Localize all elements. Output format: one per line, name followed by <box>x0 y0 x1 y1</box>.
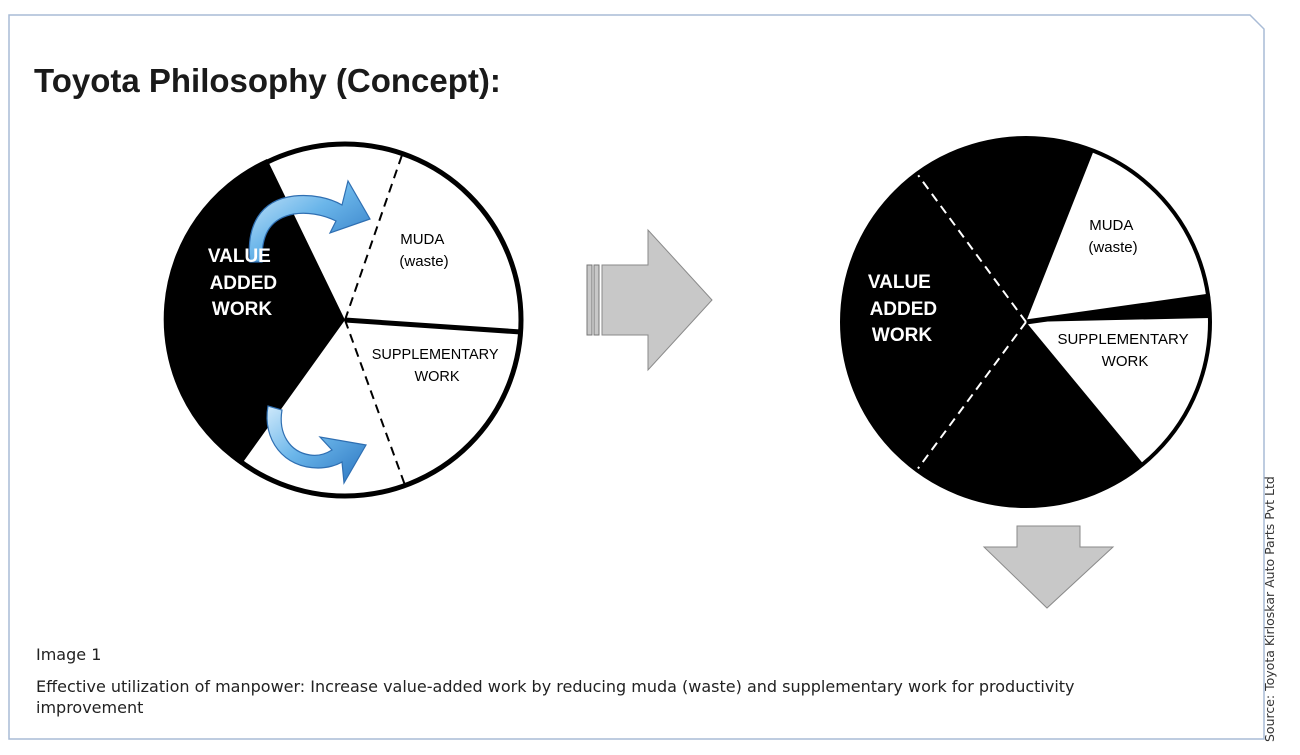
left-value-added-segment <box>163 159 345 465</box>
svg-text:VALUE ADDED WORK: VALUE ADDED WORK <box>208 246 283 320</box>
caption-label: Image 1 <box>36 645 102 664</box>
left-value-added-label-line3: WORK <box>212 299 272 320</box>
right-muda-segment <box>1026 150 1208 322</box>
right-muda-label-line2: (waste) <box>1088 239 1137 256</box>
svg-text:MUDA (waste): MUDA (waste) <box>399 231 448 270</box>
right-supplementary-label-line1: SUPPLEMENTARY <box>1057 331 1188 348</box>
left-pie-chart: VALUE ADDED WORK MUDA (waste) SUPPLEMENT… <box>163 141 524 499</box>
right-divider-dashed-lower <box>910 321 1027 479</box>
caption-text: Effective utilization of manpower: Incre… <box>36 677 1075 717</box>
right-arrow-icon <box>586 228 713 372</box>
left-supplementary-label-line2: WORK <box>414 369 459 385</box>
svg-text:SUPPLEMENTARY WORK: SUPPLEMENTARY WORK <box>1057 331 1192 370</box>
svg-text:MUDA (waste): MUDA (waste) <box>1088 217 1137 256</box>
right-divider-solid <box>1025 293 1211 325</box>
left-upper-curved-arrow-icon <box>248 179 371 263</box>
left-value-added-label-line2: ADDED <box>210 273 278 294</box>
left-lower-curved-arrow-icon <box>266 405 367 485</box>
right-value-added-label-line2: ADDED <box>870 299 938 320</box>
right-divider-dashed-upper <box>917 174 1027 323</box>
right-supplementary-segment <box>1026 318 1211 466</box>
right-supplementary-label-line2: WORK <box>1102 353 1149 370</box>
right-value-added-label-line1: VALUE <box>868 272 931 293</box>
page-title: Toyota Philosophy (Concept): <box>34 62 501 99</box>
svg-text:VALUE ADDED WORK: VALUE ADDED WORK <box>868 272 943 346</box>
source-credit: Source: Toyota Kirloskar Auto Parts Pvt … <box>1262 476 1277 742</box>
left-supplementary-label-line1: SUPPLEMENTARY <box>372 347 499 363</box>
left-muda-label-line1: MUDA <box>400 231 444 248</box>
right-value-added-label-line3: WORK <box>872 325 932 346</box>
down-arrow-icon <box>982 525 1115 609</box>
left-divider-solid <box>344 317 522 335</box>
left-muda-label-line2: (waste) <box>399 253 448 270</box>
right-muda-label-line1: MUDA <box>1089 217 1133 234</box>
right-pie-chart: VALUE ADDED WORK MUDA (waste) SUPPLEMENT… <box>840 136 1212 508</box>
svg-text:SUPPLEMENTARY WORK: SUPPLEMENTARY WORK <box>372 347 503 385</box>
left-value-added-label-line1: VALUE <box>208 246 271 267</box>
